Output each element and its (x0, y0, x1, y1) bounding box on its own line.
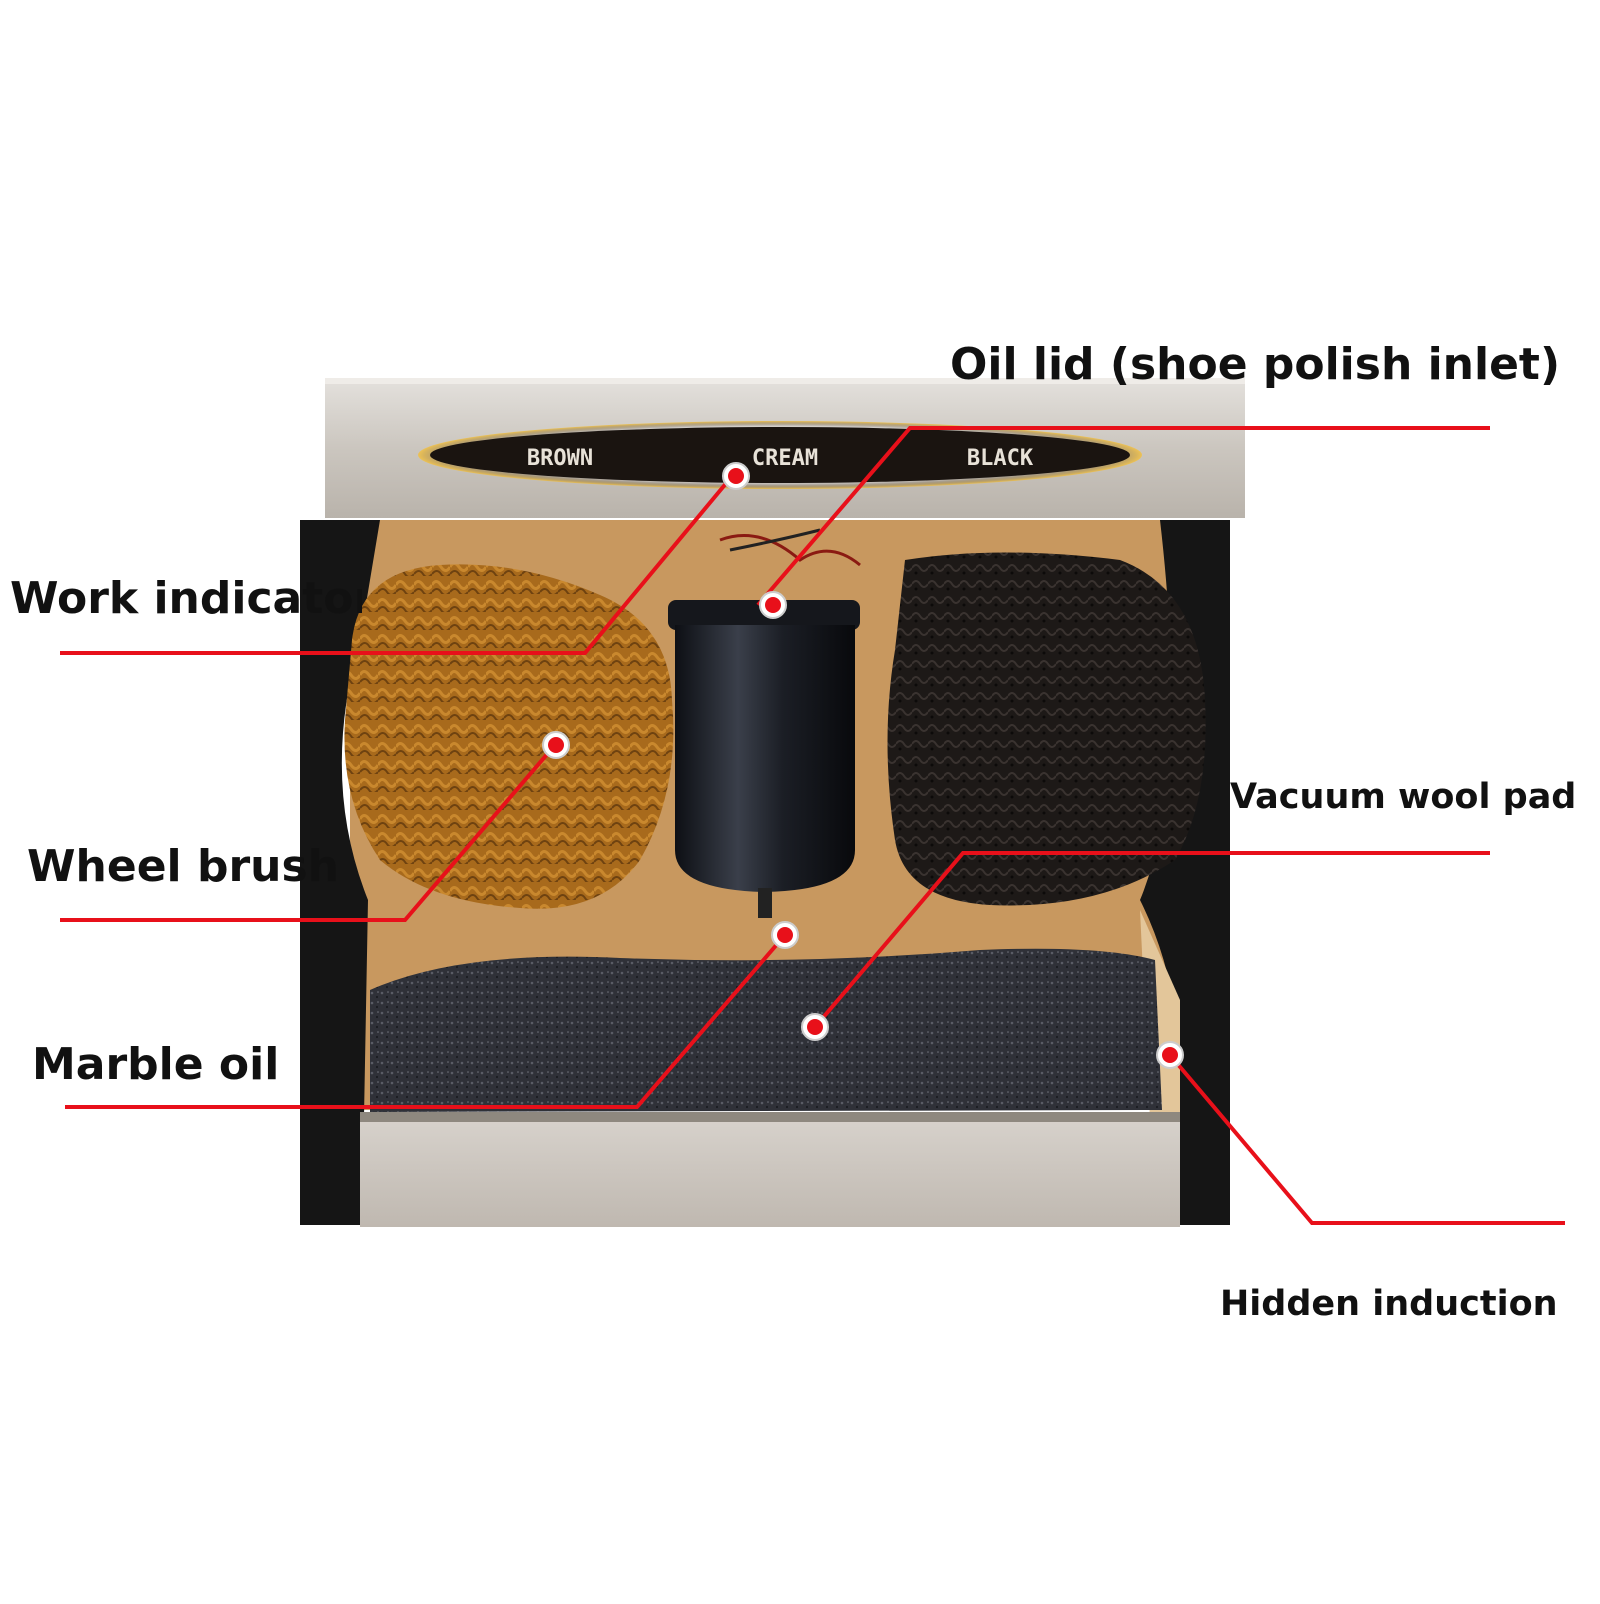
leader-oil-lid (756, 426, 1490, 607)
panel-label-cream: CREAM (752, 446, 818, 471)
callout-vacuum-wool-pad: Vacuum wool pad (1230, 777, 1577, 817)
marker-hidden-induction (1156, 1041, 1184, 1069)
marker-work-indicator (722, 462, 750, 490)
front-tray (360, 1112, 1180, 1227)
leader-lines (60, 426, 1565, 1225)
brown-wheel-brush (344, 564, 674, 909)
callout-work-indicator: Work indicator (10, 577, 362, 621)
callout-hidden-induction: Hidden induction (1220, 1284, 1558, 1324)
wire (719, 534, 861, 567)
callout-marble-oil: Marble oil (32, 1039, 280, 1090)
callout-oil-lid: Oil lid (shoe polish inlet) (950, 339, 1561, 390)
marker-wheel-brush (542, 731, 570, 759)
callout-wheel-brush: Wheel brush (27, 841, 339, 892)
oil-cup (675, 625, 855, 892)
panel-label-brown: BROWN (527, 446, 593, 471)
control-panel (430, 427, 1130, 483)
markers (542, 462, 1184, 1069)
right-side-panel (1140, 520, 1230, 1225)
leader-hidden-induction (1168, 1053, 1565, 1225)
marker-vacuum-wool-pad (801, 1013, 829, 1041)
leader-work-indicator (60, 473, 735, 655)
marble-mat (370, 948, 1162, 1112)
leader-vacuum-wool-pad (813, 851, 1490, 1029)
black-wool-pad (887, 552, 1206, 906)
machine-body: BROWN CREAM BLACK (300, 378, 1245, 1227)
marker-marble-oil (771, 921, 799, 949)
left-side-panel (300, 520, 380, 1225)
leader-marble-oil (65, 933, 787, 1109)
marker-oil-lid (759, 591, 787, 619)
leader-wheel-brush (60, 743, 557, 922)
panel-label-black: BLACK (967, 446, 1034, 471)
